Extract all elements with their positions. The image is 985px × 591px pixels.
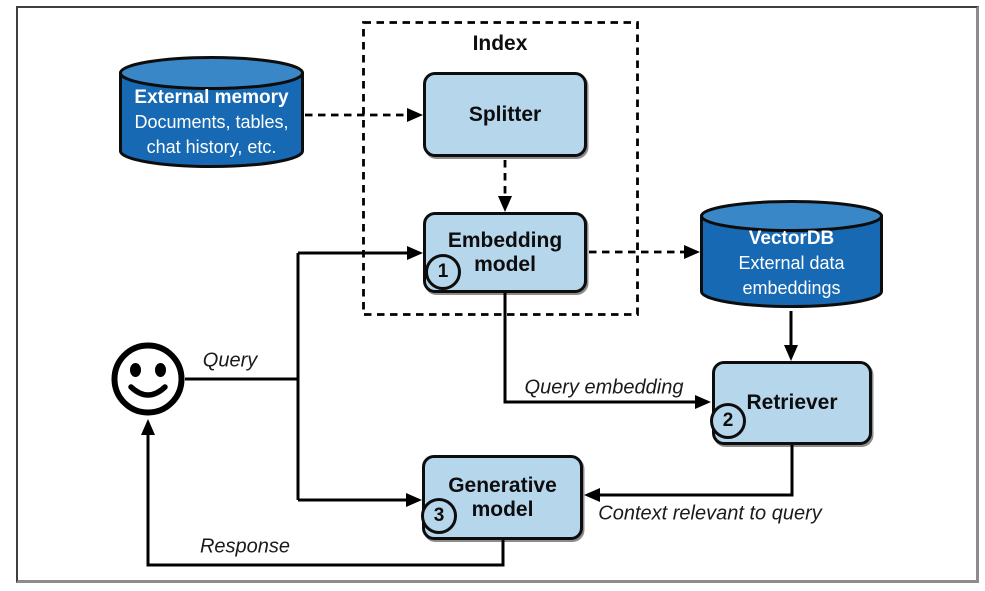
step-3-number: 3 <box>433 505 445 526</box>
vectordb-node: VectorDB External data embeddings <box>700 200 883 308</box>
figure-frame <box>16 6 979 583</box>
retriever-label: Retriever <box>746 391 838 414</box>
index-group-label: Index <box>472 32 528 55</box>
external-memory-node: External memory Documents, tables, chat … <box>119 56 304 168</box>
splitter-label: Splitter <box>468 102 542 126</box>
edge-context-to-generative <box>584 445 794 502</box>
response-edge-label: Response <box>199 535 291 558</box>
external-memory-title: External memory <box>134 87 289 108</box>
smiley-left-eye <box>130 363 141 377</box>
context-edge-label: Context relevant to query <box>598 502 822 525</box>
step-2-badge: 2 <box>710 403 746 439</box>
vectordb-title: VectorDB <box>748 228 835 249</box>
smiley-right-eye <box>155 363 166 377</box>
database-cylinder-icon <box>700 200 883 308</box>
query-edge-label: Query <box>202 349 258 372</box>
embedding-model-label-line2: model <box>474 252 536 276</box>
vectordb-subtitle-line2: embeddings <box>742 278 841 298</box>
smiley-mouth <box>128 384 168 398</box>
smiley-face-icon <box>111 342 185 416</box>
database-cylinder-icon <box>119 56 304 168</box>
external-memory-subtitle-line2: chat history, etc. <box>146 137 277 157</box>
generative-model-node: Generative model <box>422 455 583 540</box>
embedding-model-label-line1: Embedding <box>447 228 563 252</box>
step-1-badge: 1 <box>425 254 461 290</box>
splitter-node: Splitter <box>423 72 587 157</box>
index-group-border <box>362 21 639 316</box>
edge-response-to-user <box>141 419 505 567</box>
generative-model-label-line2: model <box>471 497 534 521</box>
step-3-badge: 3 <box>421 498 457 534</box>
step-2-number: 2 <box>722 410 734 431</box>
generative-model-label-line1: Generative <box>448 473 557 497</box>
vectordb-subtitle-line1: External data <box>738 253 845 273</box>
step-1-number: 1 <box>437 261 449 282</box>
external-memory-subtitle-line1: Documents, tables, <box>134 112 289 132</box>
user-node <box>104 335 192 423</box>
edge-queryembedding-to-retriever <box>503 293 711 409</box>
query-embedding-edge-label: Query embedding <box>524 376 684 399</box>
